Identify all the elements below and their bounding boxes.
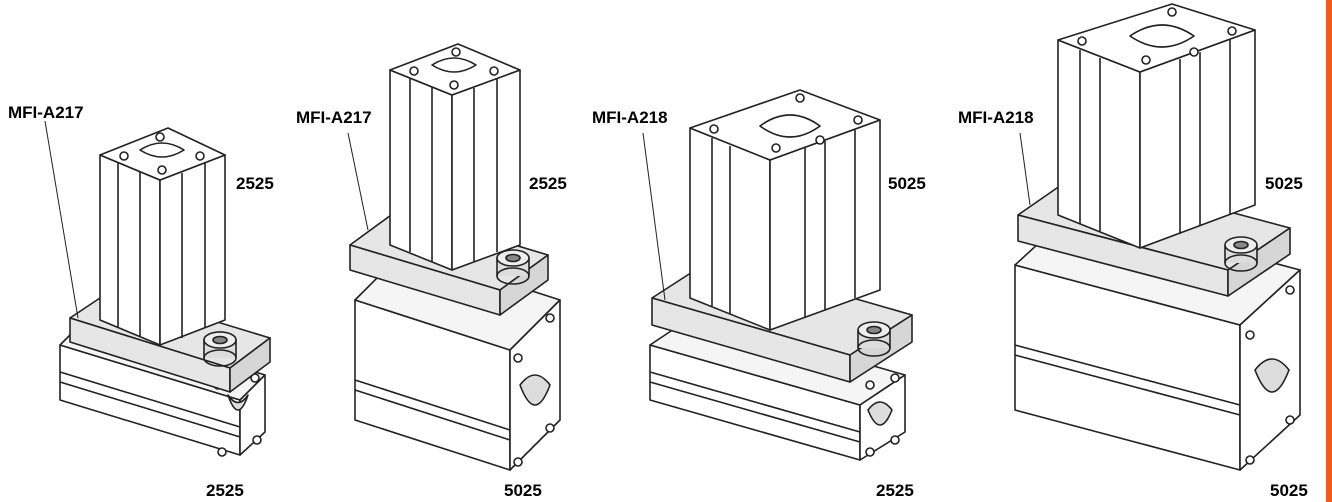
upper-profile-label-1: 2525 — [236, 174, 274, 193]
figure-1 — [59, 127, 271, 457]
figure-4 — [1014, 3, 1301, 471]
connector-4 — [1017, 171, 1291, 297]
lower-profile-label-1: 2525 — [206, 481, 244, 500]
lower-profile-label-2: 5025 — [504, 481, 542, 500]
leader-line-4 — [1019, 132, 1031, 206]
connector-label-4: MFI-A218 — [958, 108, 1034, 127]
figure-2 — [349, 43, 561, 471]
leader-line-2 — [347, 132, 369, 231]
accent-edge-bar — [1326, 0, 1332, 502]
upper-profile-label-4: 5025 — [1265, 174, 1303, 193]
connector-label-1: MFI-A217 — [8, 103, 84, 122]
upper-profile-label-2: 2525 — [529, 174, 567, 193]
lower-profile-4 — [1014, 209, 1301, 471]
upper-profile-1 — [99, 127, 226, 346]
figure-3 — [649, 89, 913, 461]
lower-profile-label-4: 5025 — [1270, 481, 1308, 500]
connector-label-3: MFI-A218 — [592, 108, 668, 127]
upper-profile-3 — [689, 89, 881, 331]
connector-label-2: MFI-A217 — [296, 108, 372, 127]
upper-profile-4 — [1057, 3, 1256, 249]
leader-line-3 — [642, 132, 666, 301]
upper-profile-2 — [389, 43, 521, 271]
lower-profile-label-3: 2525 — [876, 481, 914, 500]
upper-profile-label-3: 5025 — [888, 174, 926, 193]
leader-line-1 — [44, 120, 79, 319]
